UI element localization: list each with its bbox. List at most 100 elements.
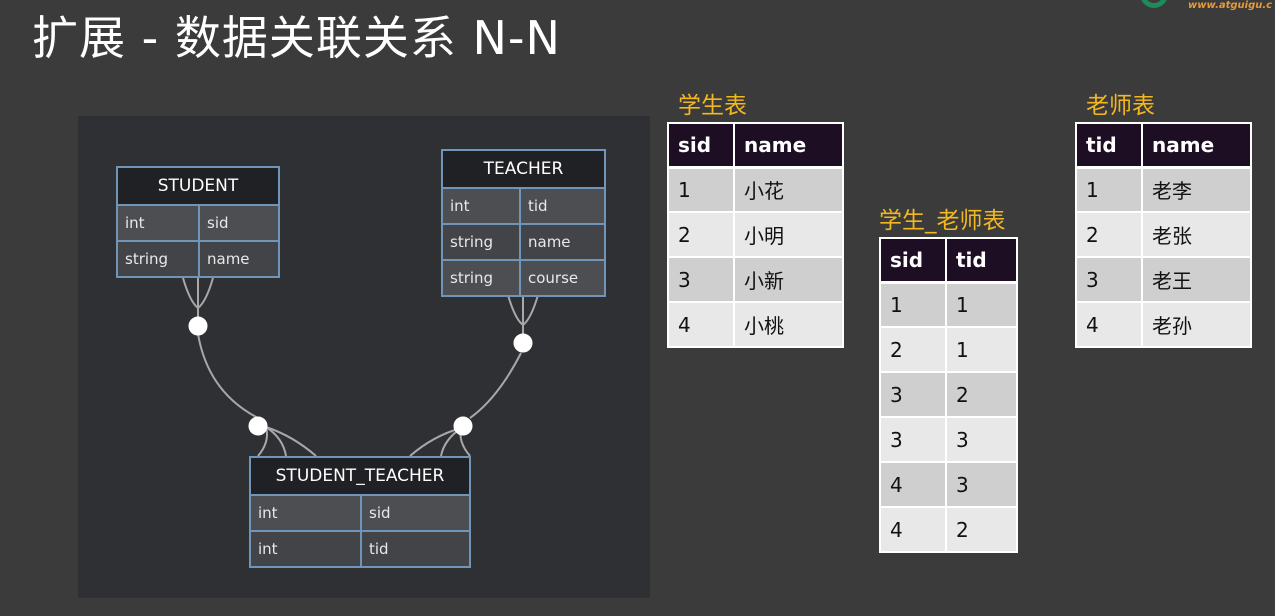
table-cell: 小桃 xyxy=(734,302,843,348)
field-type: int xyxy=(118,206,200,240)
table-header-row: sid name xyxy=(668,123,843,169)
table-row: 3 小新 xyxy=(668,257,843,303)
table-row: 4 3 xyxy=(880,462,1017,508)
field-name: tid xyxy=(369,540,389,558)
crowfoot-line xyxy=(409,427,462,457)
table-row: 1 老李 xyxy=(1076,167,1251,213)
table-cell: 3 xyxy=(1076,257,1143,303)
teacher-table-caption: 老师表 xyxy=(1086,93,1155,119)
table-cell: 4 xyxy=(668,302,735,348)
table-cell: 1 xyxy=(668,167,735,213)
relation-line xyxy=(197,333,259,419)
logo-ring-icon xyxy=(1140,0,1168,8)
relation-line xyxy=(469,352,522,419)
student-table-caption: 学生表 xyxy=(678,93,747,119)
entity-title: TEACHER xyxy=(443,151,604,189)
table-row: 4 老孙 xyxy=(1076,302,1251,348)
table-cell: 老李 xyxy=(1142,167,1251,213)
table-cell: 3 xyxy=(880,372,947,418)
table-row: 3 2 xyxy=(880,372,1017,418)
field-type: int xyxy=(443,189,521,223)
column-header: sid xyxy=(880,238,947,284)
entity-field-row: string name xyxy=(443,225,604,261)
table-cell: 老王 xyxy=(1142,257,1251,303)
field-type: int xyxy=(251,532,362,566)
crowfoot-line xyxy=(265,426,287,457)
table-header-row: tid name xyxy=(1076,123,1251,169)
table-row: 3 老王 xyxy=(1076,257,1251,303)
table-row: 2 1 xyxy=(880,327,1017,373)
table-cell: 1 xyxy=(946,327,1017,373)
table-row: 2 小明 xyxy=(668,212,843,258)
entity-field-row: string course xyxy=(443,261,604,295)
field-name: name xyxy=(528,233,571,251)
table-cell: 小明 xyxy=(734,212,843,258)
column-header: name xyxy=(1142,123,1251,169)
relation-optional-circle xyxy=(453,416,473,436)
field-name: course xyxy=(528,269,579,287)
table-cell: 4 xyxy=(880,462,947,508)
entity-field-row: int tid xyxy=(251,532,469,566)
table-row: 4 小桃 xyxy=(668,302,843,348)
table-cell: 1 xyxy=(880,282,947,328)
crowfoot-line xyxy=(522,294,539,326)
column-header: tid xyxy=(946,238,1017,284)
relation-optional-circle xyxy=(513,333,533,353)
entity-title: STUDENT_TEACHER xyxy=(251,458,469,496)
table-cell: 2 xyxy=(668,212,735,258)
student-table: sid name 1 小花 2 小明 3 小新 4 小桃 xyxy=(667,122,844,348)
entity-student-teacher[interactable]: STUDENT_TEACHER int sid int tid xyxy=(249,456,471,568)
field-type: string xyxy=(443,261,521,295)
table-cell: 3 xyxy=(880,417,947,463)
column-header: sid xyxy=(668,123,735,169)
crowfoot-line xyxy=(197,277,214,309)
entity-student[interactable]: STUDENT int sid string name xyxy=(116,166,280,278)
table-cell: 3 xyxy=(946,462,1017,508)
table-cell: 3 xyxy=(946,417,1017,463)
entity-teacher[interactable]: TEACHER int tid string name string cours… xyxy=(441,149,606,297)
entity-title: STUDENT xyxy=(118,168,278,206)
table-cell: 2 xyxy=(880,327,947,373)
student-teacher-table-caption: 学生_老师表 xyxy=(879,208,1006,234)
entity-field-row: int sid xyxy=(118,206,278,242)
field-type: int xyxy=(251,496,362,530)
column-header: name xyxy=(734,123,843,169)
table-cell: 2 xyxy=(1076,212,1143,258)
crowfoot-line xyxy=(182,277,199,309)
table-cell: 1 xyxy=(1076,167,1143,213)
table-cell: 1 xyxy=(946,282,1017,328)
field-name: tid xyxy=(528,197,548,215)
teacher-table: tid name 1 老李 2 老张 3 老王 4 老孙 xyxy=(1075,122,1252,348)
relation-optional-circle xyxy=(188,316,208,336)
crowfoot-line xyxy=(265,426,317,457)
table-cell: 老张 xyxy=(1142,212,1251,258)
table-cell: 2 xyxy=(946,372,1017,418)
column-header: tid xyxy=(1076,123,1143,169)
field-name: sid xyxy=(207,214,229,232)
table-row: 1 1 xyxy=(880,282,1017,328)
logo-url: www.atguigu.c xyxy=(1188,0,1273,11)
table-row: 1 小花 xyxy=(668,167,843,213)
entity-field-row: string name xyxy=(118,242,278,276)
table-cell: 2 xyxy=(946,507,1017,553)
table-cell: 4 xyxy=(880,507,947,553)
relation-optional-circle xyxy=(248,416,268,436)
field-type: string xyxy=(443,225,521,259)
field-name: name xyxy=(207,250,250,268)
table-row: 2 老张 xyxy=(1076,212,1251,258)
table-cell: 4 xyxy=(1076,302,1143,348)
table-row: 3 3 xyxy=(880,417,1017,463)
crowfoot-line xyxy=(507,294,524,326)
entity-field-row: int tid xyxy=(443,189,604,225)
table-cell: 老孙 xyxy=(1142,302,1251,348)
er-relationship-lines xyxy=(182,277,539,457)
table-header-row: sid tid xyxy=(880,238,1017,284)
field-type: string xyxy=(118,242,200,276)
table-cell: 3 xyxy=(668,257,735,303)
field-name: sid xyxy=(369,504,391,522)
page-title: 扩展 - 数据关联关系 N-N xyxy=(32,11,561,65)
entity-field-row: int sid xyxy=(251,496,469,532)
brand-logo: www.atguigu.c xyxy=(1140,0,1275,12)
table-cell: 小新 xyxy=(734,257,843,303)
er-diagram-panel: STUDENT int sid string name TEACHER int … xyxy=(78,116,650,598)
